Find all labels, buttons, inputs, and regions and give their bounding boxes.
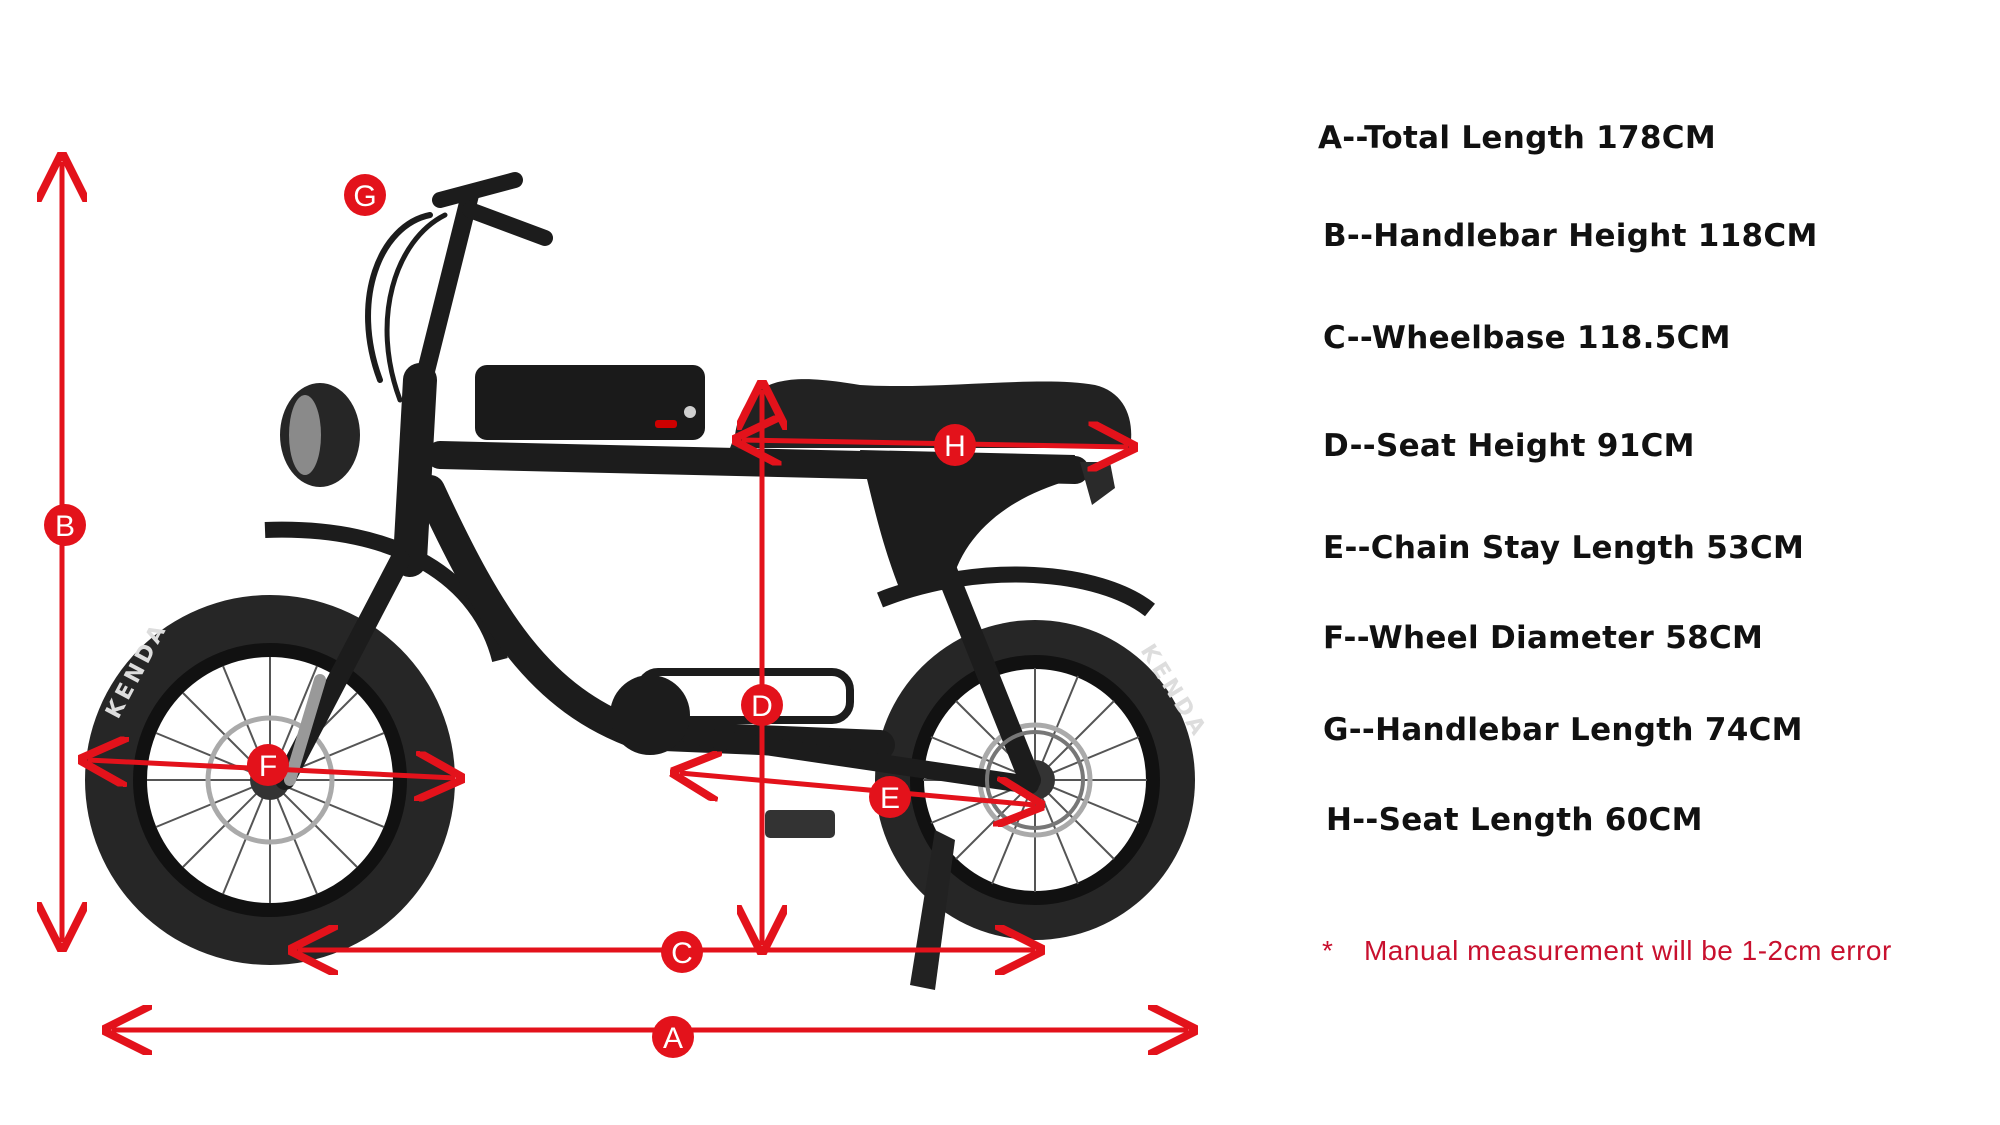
rear-reflector	[1080, 462, 1115, 505]
seat-support-panel	[860, 450, 1075, 590]
marker-h-label: H	[944, 430, 966, 463]
marker-g-label: G	[353, 180, 376, 213]
marker-b: B	[44, 504, 86, 546]
seat	[730, 379, 1132, 448]
spec-handlebar-length: G--Handlebar Length 74CM	[1323, 712, 1803, 748]
spec-seat-length: H--Seat Length 60CM	[1326, 802, 1703, 838]
battery-pack	[475, 365, 705, 440]
e-bike-illustration: KENDA KENDA	[85, 172, 1212, 990]
marker-d-label: D	[751, 690, 773, 723]
marker-g: G	[344, 174, 386, 216]
marker-b-label: B	[55, 510, 75, 543]
marker-c: C	[661, 931, 703, 973]
spec-wheel-diameter: F--Wheel Diameter 58CM	[1323, 620, 1764, 656]
headlight	[280, 383, 360, 487]
marker-d: D	[741, 684, 783, 726]
marker-f: F	[247, 744, 289, 786]
spec-chain-stay-length: E--Chain Stay Length 53CM	[1323, 530, 1805, 566]
marker-a-label: A	[663, 1022, 683, 1055]
bike-diagram: KENDA KENDA	[0, 0, 1212, 1058]
spec-total-length: A--Total Length 178CM	[1318, 120, 1716, 156]
spec-wheelbase: C--Wheelbase 118.5CM	[1323, 320, 1731, 356]
marker-h: H	[934, 424, 976, 466]
note-asterisk: *	[1322, 935, 1334, 966]
dimension-line-e	[680, 773, 1035, 805]
marker-a: A	[652, 1016, 694, 1058]
marker-c-label: C	[671, 937, 693, 970]
marker-e: E	[869, 776, 911, 818]
spec-seat-height: D--Seat Height 91CM	[1323, 428, 1695, 464]
marker-e-label: E	[880, 782, 900, 815]
spec-handlebar-height: B--Handlebar Height 118CM	[1323, 218, 1818, 254]
marker-f-label: F	[259, 750, 277, 783]
measurement-note: * Manual measurement will be 1-2cm error	[1322, 935, 1892, 967]
handlebar	[365, 172, 553, 404]
note-text: Manual measurement will be 1-2cm error	[1363, 935, 1892, 966]
